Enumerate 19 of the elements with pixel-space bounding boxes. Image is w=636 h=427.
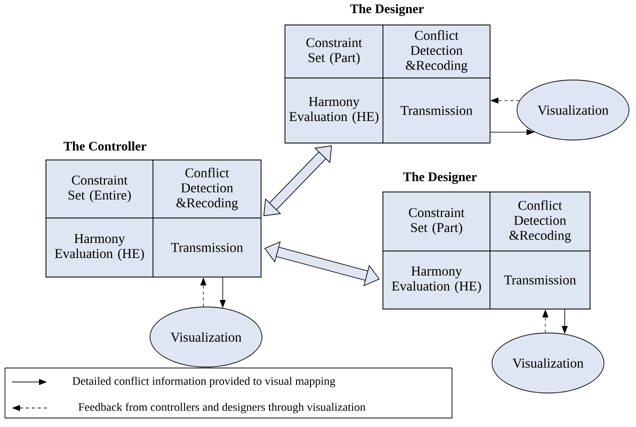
grid-cell: Harmony Evaluation (HE) [382, 250, 490, 310]
grid-cell: Harmony Evaluation (HE) [284, 78, 384, 144]
block-arrow [264, 241, 380, 286]
block-arrow [263, 146, 332, 216]
heading: The Designer [350, 4, 424, 16]
grid-cell: Conflict Detection &Recoding [490, 192, 590, 252]
grid-cell: Conflict Detection &Recoding [382, 24, 490, 78]
grid-cell: Conflict Detection &Recoding [152, 160, 262, 218]
heading: The Controller [64, 141, 146, 151]
grid-cell: Transmission [490, 250, 590, 310]
heading: The Designer [403, 172, 477, 184]
grid-cell: Transmission [152, 218, 262, 278]
legend-text: Detailed conflict information provided to visual mapping [72, 376, 336, 388]
grid-cell: Harmony Evaluation (HE) [46, 218, 154, 278]
grid-cell: Constraint Set (Part) [284, 24, 384, 78]
grid-cell: Constraint Set (Part) [382, 192, 490, 252]
grid-cell: Constraint Set (Entire) [46, 160, 154, 218]
grid-cell: Transmission [382, 78, 490, 144]
legend-text: Feedback from controllers and designers through visualization [78, 402, 366, 414]
